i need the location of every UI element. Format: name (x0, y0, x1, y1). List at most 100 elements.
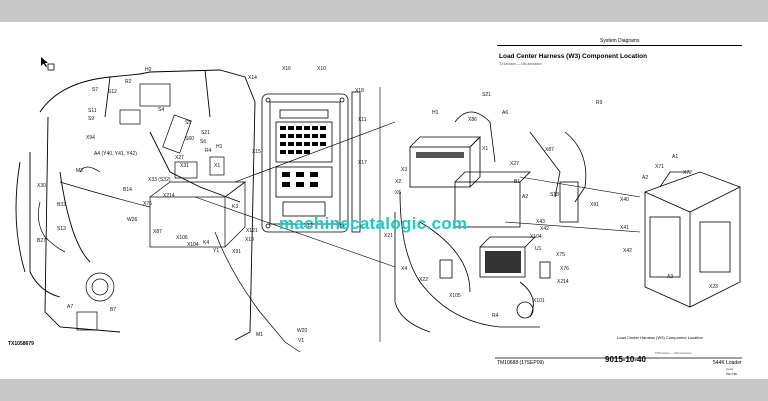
label-x94: X94 (86, 135, 95, 141)
label-x42: X42 (540, 226, 549, 232)
label-x71: X71 (655, 164, 664, 170)
label-x12: X12 (304, 223, 313, 229)
label-s7: S7 (92, 87, 99, 93)
footer-product: 544K Loader (713, 360, 742, 366)
label-w20: W20 (297, 328, 308, 334)
label-x30: X30 (37, 183, 46, 189)
label-x23: X23 (709, 284, 718, 290)
label-s60: S60 (185, 136, 194, 142)
label-x1: X1 (482, 146, 489, 152)
label-x5: X5 (395, 190, 402, 196)
label-x86: X86 (468, 117, 477, 123)
label-h2: H2 (145, 67, 152, 73)
label-x101: X101 (533, 298, 545, 304)
label-x27: X27 (175, 155, 184, 161)
label-s12: S12 (108, 89, 117, 95)
label-s21-left: S21 (201, 130, 210, 136)
label-x91-center: X91 (590, 202, 599, 208)
label-x75: X75 (556, 252, 565, 258)
label-x15: X15 (252, 149, 261, 155)
label-x27-center: X27 (510, 161, 519, 167)
label-x121: X121 (246, 228, 258, 234)
label-a2-right: A2 (642, 175, 649, 181)
label-b7: B7 (110, 307, 117, 313)
label-v1: V1 (298, 338, 305, 344)
header-rule (497, 45, 742, 46)
footer-page-number: 9015-10-40 (605, 355, 646, 364)
label-a4: A4 (Y40, Y41, Y42) (94, 151, 137, 157)
watermark-text: machinecatalogic.com (279, 214, 468, 233)
label-x40: X40 (620, 197, 629, 203)
figure-id: TX1058679 (8, 341, 34, 347)
label-m1: M1 (256, 332, 263, 338)
label-k4: K4 (203, 240, 210, 246)
label-x72: X72 (683, 170, 692, 176)
label-x87-center: X87 (545, 147, 554, 153)
label-x14: X14 (248, 75, 257, 81)
label-x43: X43 (536, 219, 545, 225)
label-a1: A1 (672, 154, 679, 160)
label-x76: X76 (143, 201, 152, 207)
label-x19: X19 (245, 237, 254, 243)
top-frame-bar (0, 0, 768, 22)
footer-manual: TM10688 (17SEP09) (497, 360, 544, 366)
section-title: System Diagrams (600, 38, 640, 44)
label-x17: X17 (358, 160, 367, 166)
label-x42-right: X42 (623, 248, 632, 254)
label-r4: R4 (492, 313, 499, 319)
label-a2-center: A2 (522, 194, 529, 200)
label-x87: X87 (153, 229, 162, 235)
page-subtitle: TX1xxxxxx — UN-xxxxxxxx (499, 62, 542, 66)
label-s18: S18 (550, 192, 559, 198)
label-x3: X3 (401, 167, 408, 173)
label-s21: S21 (482, 92, 491, 98)
label-a7: A7 (67, 304, 74, 310)
label-x2: X2 (395, 179, 402, 185)
label-x104-center: X104 (530, 234, 542, 240)
label-s4: S4 (158, 107, 165, 113)
label-s11: S11 (88, 108, 97, 114)
label-x21: X21 (384, 233, 393, 239)
label-x91: X91 (232, 249, 241, 255)
label-y1: Y1 (213, 248, 220, 254)
label-h1-left: H1 (216, 144, 223, 150)
page-title: Load Center Harness (W3) Component Locat… (499, 53, 648, 60)
label-x214-center: X214 (557, 279, 569, 285)
label-x106: X106 (176, 235, 188, 241)
label-b33: B33 (57, 202, 66, 208)
label-x105: X105 (449, 293, 461, 299)
mouse-cursor-icon (40, 56, 58, 79)
label-b1: B1 (514, 179, 521, 185)
label-x76-center: X76 (560, 266, 569, 272)
label-h1: H1 (432, 110, 439, 116)
label-s6: S6 (200, 139, 207, 145)
label-x22: X22 (419, 277, 428, 283)
label-x11: X11 (358, 117, 367, 123)
label-x4: X4 (401, 266, 408, 272)
label-x18: X18 (355, 88, 364, 94)
label-x31: X31 (180, 163, 189, 169)
bottom-frame-bar (0, 379, 768, 401)
label-s5: S5 (185, 120, 192, 126)
label-a6: A6 (502, 110, 509, 116)
label-s9: S9 (88, 116, 95, 122)
footer-small-2: PN=736 (726, 372, 737, 376)
label-x33: X33 (S32) (148, 177, 171, 183)
label-b27: B27 (37, 238, 46, 244)
harness-diagram (15, 69, 742, 359)
label-r2: R2 (125, 79, 132, 85)
label-k3: K3 (232, 204, 239, 210)
label-x16: X16 (282, 66, 291, 72)
document-page: System Diagrams Load Center Harness (W3)… (0, 22, 768, 379)
label-w26: W26 (127, 217, 138, 223)
label-r4-left: R4 (205, 148, 212, 154)
label-x10: X10 (317, 66, 326, 72)
label-x1-left: X1 (214, 163, 221, 169)
label-x104: X104 (187, 242, 199, 248)
label-u1: U1 (535, 246, 542, 252)
label-r9: R9 (596, 100, 603, 106)
label-b14: B14 (123, 187, 132, 193)
label-a3: A3 (667, 274, 674, 280)
footer-caption: Load Center Harness (W3) Component Locat… (617, 335, 703, 340)
label-x41: X41 (620, 225, 629, 231)
